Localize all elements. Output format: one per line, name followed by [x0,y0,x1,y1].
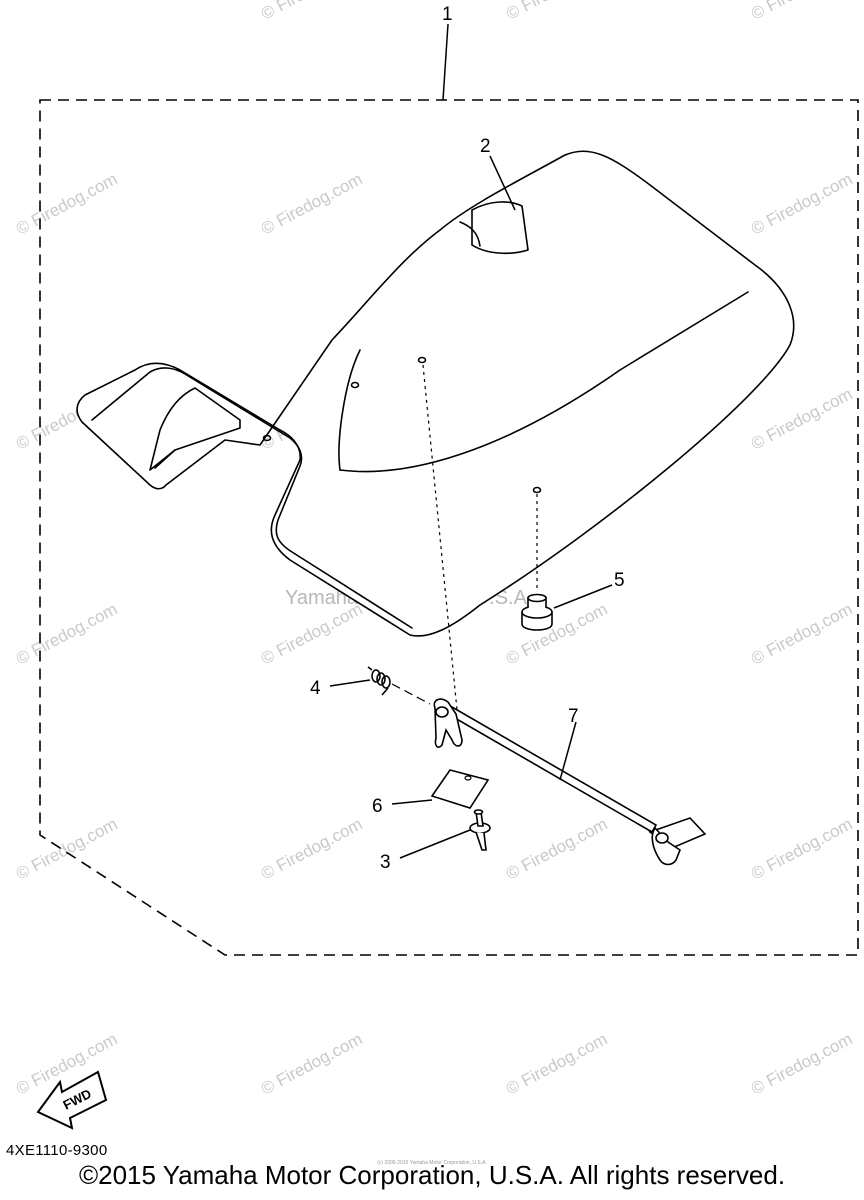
seat-body [76,150,795,637]
callout-6: 6 [372,796,383,817]
callout-1: 1 [442,4,453,25]
watermark-text: © Firedog.com [503,599,611,668]
watermark-text: © Firedog.com [748,169,856,238]
watermark-text: © Firedog.com [748,814,856,883]
callout-line-1 [442,23,449,101]
callout-line-4 [329,679,371,687]
rivet-part [469,809,491,851]
watermark-text: © Firedog.com [258,814,366,883]
callout-line-6 [391,799,433,805]
watermark-text: © Firedog.com [503,1029,611,1098]
spring-axis-line [391,683,431,705]
watermark-text: © Firedog.com [503,814,611,883]
callout-line-7 [559,721,577,781]
callout-line-3 [399,829,471,859]
watermark-text: © Firedog.com [748,384,856,453]
callout-3: 3 [380,852,391,873]
assembly-boundary [39,99,859,956]
watermark-text: © Firedog.com [13,1029,121,1098]
watermark-text: © Firedog.com [13,814,121,883]
watermark-text: © Firedog.com [258,1029,366,1098]
callout-4: 4 [310,678,321,699]
watermark-text: © Firedog.com [503,0,611,24]
watermark-text: © Firedog.com [13,599,121,668]
callout-7: 7 [568,706,579,727]
callout-line-5 [553,584,613,609]
plate-hole [464,775,472,781]
part-code: 4XE1110-9300 [6,1142,108,1159]
watermark-text: © Firedog.com [13,0,121,4]
callout-2: 2 [480,136,491,157]
callout-line-2 [489,155,516,211]
watermark-text: © Firedog.com [258,0,366,24]
fwd-arrow-icon: FWD [36,1070,108,1130]
watermark-text: © Firedog.com [748,599,856,668]
watermark-text: © Firedog.com [748,0,856,24]
plate-part [430,769,490,809]
watermark-text: © Firedog.com [258,169,366,238]
copyright-notice: ©2015 Yamaha Motor Corporation, U.S.A. A… [78,1160,786,1190]
watermark-text: © Firedog.com [13,169,121,238]
callout-5: 5 [614,570,625,591]
spring-part [367,666,391,696]
watermark-text: © Firedog.com [258,599,366,668]
tiny-copyright: (c) 2005-2015 Yamaha Motor Corporation, … [377,1160,487,1166]
latch-rod-part [433,698,707,866]
damper-part [521,593,553,631]
watermark-text: © Firedog.com [748,1029,856,1098]
